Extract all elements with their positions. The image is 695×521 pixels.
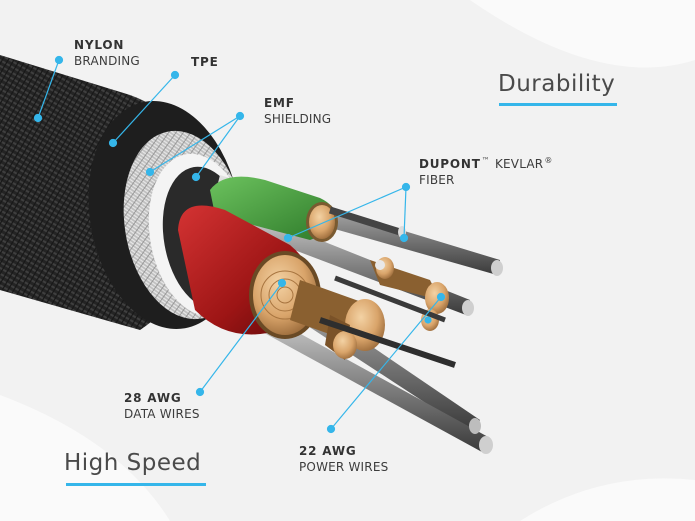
label-data-wires-title: 28 AWG bbox=[124, 391, 182, 405]
label-emf-title: EMF bbox=[264, 96, 295, 110]
durability-underline bbox=[499, 103, 617, 106]
label-tpe: TPE bbox=[191, 54, 219, 70]
label-data-wires: 28 AWG DATA WIRES bbox=[124, 390, 200, 422]
label-kevlar-title2: KEVLAR bbox=[494, 157, 544, 171]
label-kevlar-title: DUPONT bbox=[419, 157, 481, 171]
label-kevlar-sub: FIBER bbox=[419, 173, 455, 187]
label-data-wires-sub: DATA WIRES bbox=[124, 407, 200, 421]
label-tpe-title: TPE bbox=[191, 55, 219, 69]
label-nylon: NYLON BRANDING bbox=[74, 37, 140, 69]
label-power-wires: 22 AWG POWER WIRES bbox=[299, 443, 388, 475]
label-emf: EMF SHIELDING bbox=[264, 95, 331, 127]
label-power-wires-sub: POWER WIRES bbox=[299, 460, 389, 474]
heading-durability: Durability bbox=[498, 71, 616, 97]
label-kevlar: DUPONT™ KEVLAR® FIBER bbox=[419, 156, 554, 188]
label-emf-sub: SHIELDING bbox=[264, 112, 332, 126]
label-power-wires-title: 22 AWG bbox=[299, 444, 357, 458]
label-nylon-title: NYLON bbox=[74, 38, 125, 52]
high-speed-underline bbox=[66, 483, 206, 486]
registered-symbol: ® bbox=[544, 156, 553, 165]
trademark-symbol: ™ bbox=[481, 156, 490, 165]
heading-high-speed: High Speed bbox=[64, 450, 202, 476]
label-nylon-sub: BRANDING bbox=[74, 54, 140, 68]
